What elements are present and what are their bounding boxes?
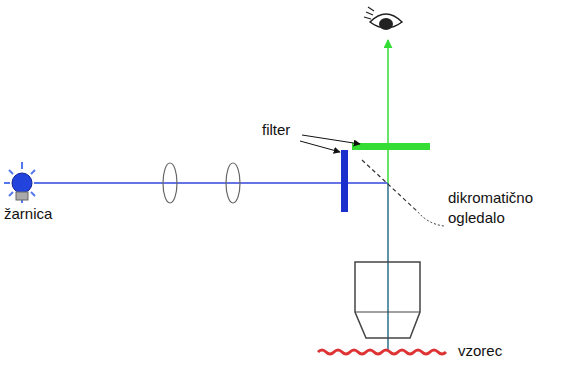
sample [318,350,446,354]
label-text: dikromatično ogledalo [448,188,548,228]
emission-beam [387,40,389,146]
excitation-filter [341,150,348,212]
emission-filter [352,143,430,150]
objective [355,311,420,312]
leader-line [300,141,340,152]
lens [226,163,240,203]
label-text: filter [262,120,322,140]
dichroic-mirror [362,160,418,212]
label-text: vzorec [458,341,528,361]
label-text: žarnica [4,204,74,224]
excitation-beam [40,182,388,184]
eye-symbol [364,7,402,30]
lens [163,163,177,203]
emission-beam [387,146,389,183]
leader-line [302,135,360,144]
objective [355,262,420,338]
lamp-symbol [4,162,40,203]
leader-line [418,212,444,226]
